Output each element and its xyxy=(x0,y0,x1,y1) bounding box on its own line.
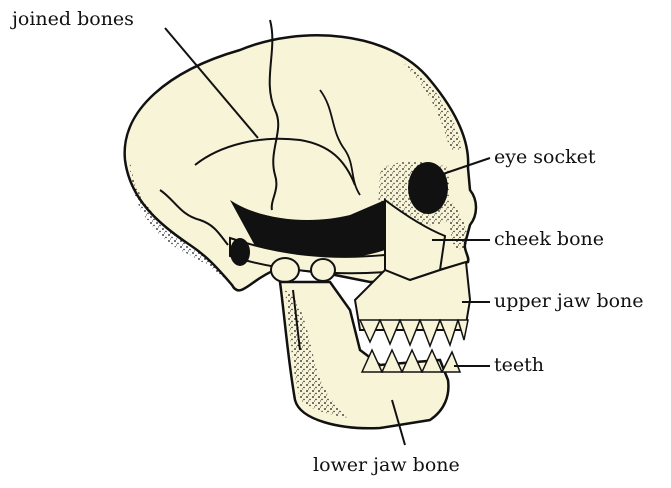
lower-teeth xyxy=(362,350,460,372)
label-teeth: teeth xyxy=(494,356,544,375)
label-cheek-bone: cheek bone xyxy=(494,230,604,249)
label-upper-jaw-bone: upper jaw bone xyxy=(494,292,644,311)
ear-hole xyxy=(230,238,250,266)
mastoid xyxy=(271,258,299,282)
label-joined-bones: joined bones xyxy=(12,10,134,29)
label-eye-socket: eye socket xyxy=(494,148,596,167)
upper-teeth xyxy=(360,320,468,346)
label-lower-jaw-bone: lower jaw bone xyxy=(313,456,460,475)
condyle xyxy=(311,259,335,281)
